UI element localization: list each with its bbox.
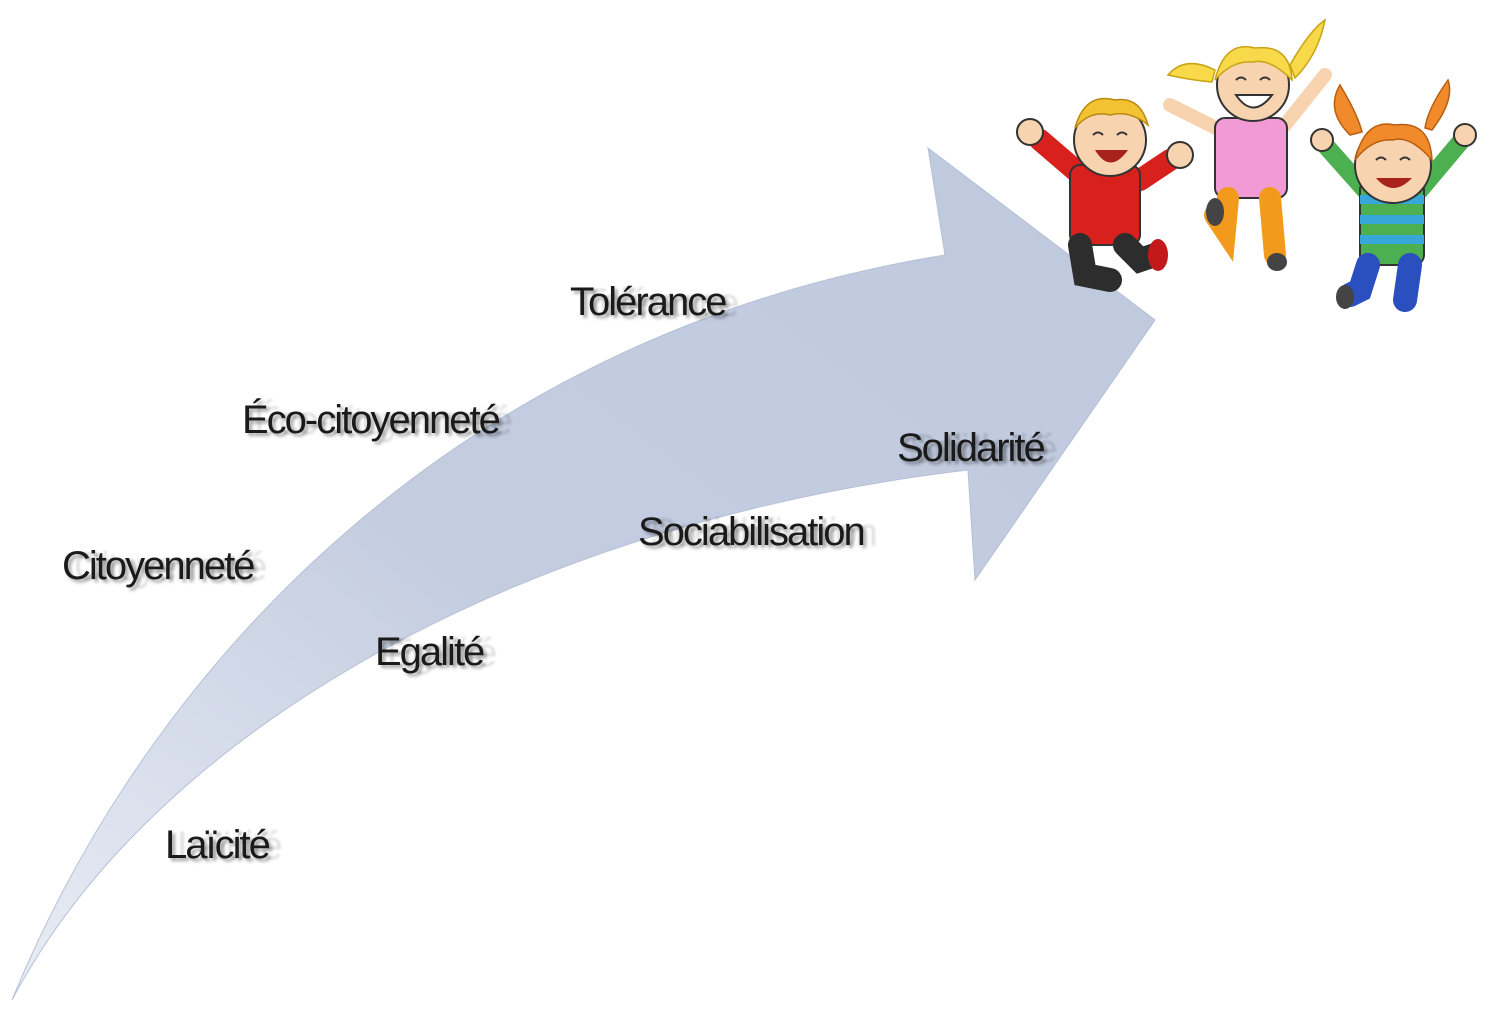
child-girl-pink-icon	[1163, 18, 1332, 271]
jumping-children-icon	[1016, 18, 1477, 312]
label-solidarite: Solidarité	[897, 426, 1046, 470]
child-girl-green-icon	[1310, 78, 1477, 312]
child-boy-icon	[1016, 97, 1194, 292]
curved-arrow	[11, 146, 1156, 1001]
label-laicite: Laïcité	[165, 823, 271, 867]
label-sociabilisation: Sociabilisation	[638, 510, 866, 554]
label-tolerance: Tolérance	[570, 280, 727, 324]
label-egalite: Egalité	[375, 630, 485, 674]
label-eco-citoyennete: Éco-citoyenneté	[242, 398, 501, 442]
label-citoyennete: Citoyenneté	[62, 544, 255, 588]
